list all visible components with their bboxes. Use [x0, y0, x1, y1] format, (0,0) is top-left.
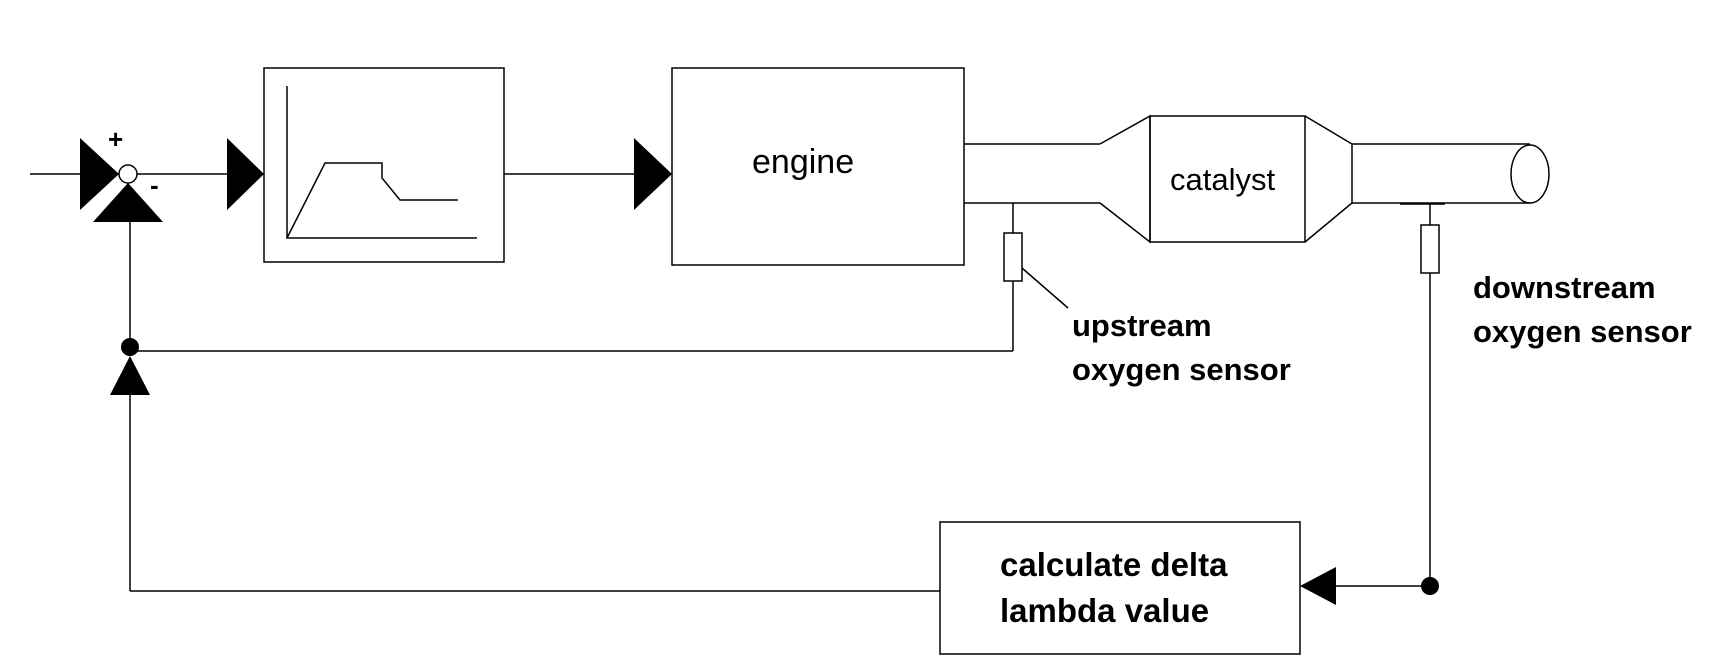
engine-label: engine: [752, 143, 855, 181]
calculate-label-line1: calculate delta: [1000, 546, 1228, 583]
downstream-sensor-label-line2: oxygen sensor: [1473, 314, 1692, 349]
upstream-sensor-leader: [1021, 267, 1069, 309]
catalyst-block: [1149, 115, 1306, 243]
catalyst-inlet-cone: [1099, 114, 1151, 244]
feedback-merge-dot: [121, 338, 139, 356]
upstream-sensor-label-line2: oxygen sensor: [1072, 352, 1291, 387]
upstream-sensor: [1003, 232, 1023, 282]
upstream-sensor-label-line1: upstream: [1072, 308, 1212, 343]
engine-block: [671, 67, 965, 266]
plus-sign-label: +: [108, 124, 124, 154]
ramp-profile-curve: [286, 162, 458, 239]
profile-block: [263, 67, 505, 263]
engine-input-arrowhead: [634, 138, 672, 210]
calc-input-arrowhead: [1300, 567, 1336, 605]
catalyst-label: catalyst: [1170, 162, 1276, 197]
calculate-block: [939, 521, 1301, 655]
catalyst-outlet-cone: [1304, 115, 1353, 243]
feedback-arrowhead-up: [93, 183, 163, 222]
profile-axes: [286, 86, 477, 239]
tailpipe-opening: [1510, 144, 1550, 204]
minus-sign-label: -: [150, 170, 159, 200]
summing-junction: [118, 164, 138, 184]
downstream-sensor: [1420, 224, 1440, 274]
downstream-sensor-label-line1: downstream: [1473, 270, 1656, 305]
merge-arrowhead-up: [110, 356, 150, 395]
downstream-branch-dot: [1421, 577, 1439, 595]
calculate-label-line2: lambda value: [1000, 592, 1210, 629]
profile-input-arrowhead: [227, 138, 264, 210]
input-arrowhead: [80, 138, 119, 210]
